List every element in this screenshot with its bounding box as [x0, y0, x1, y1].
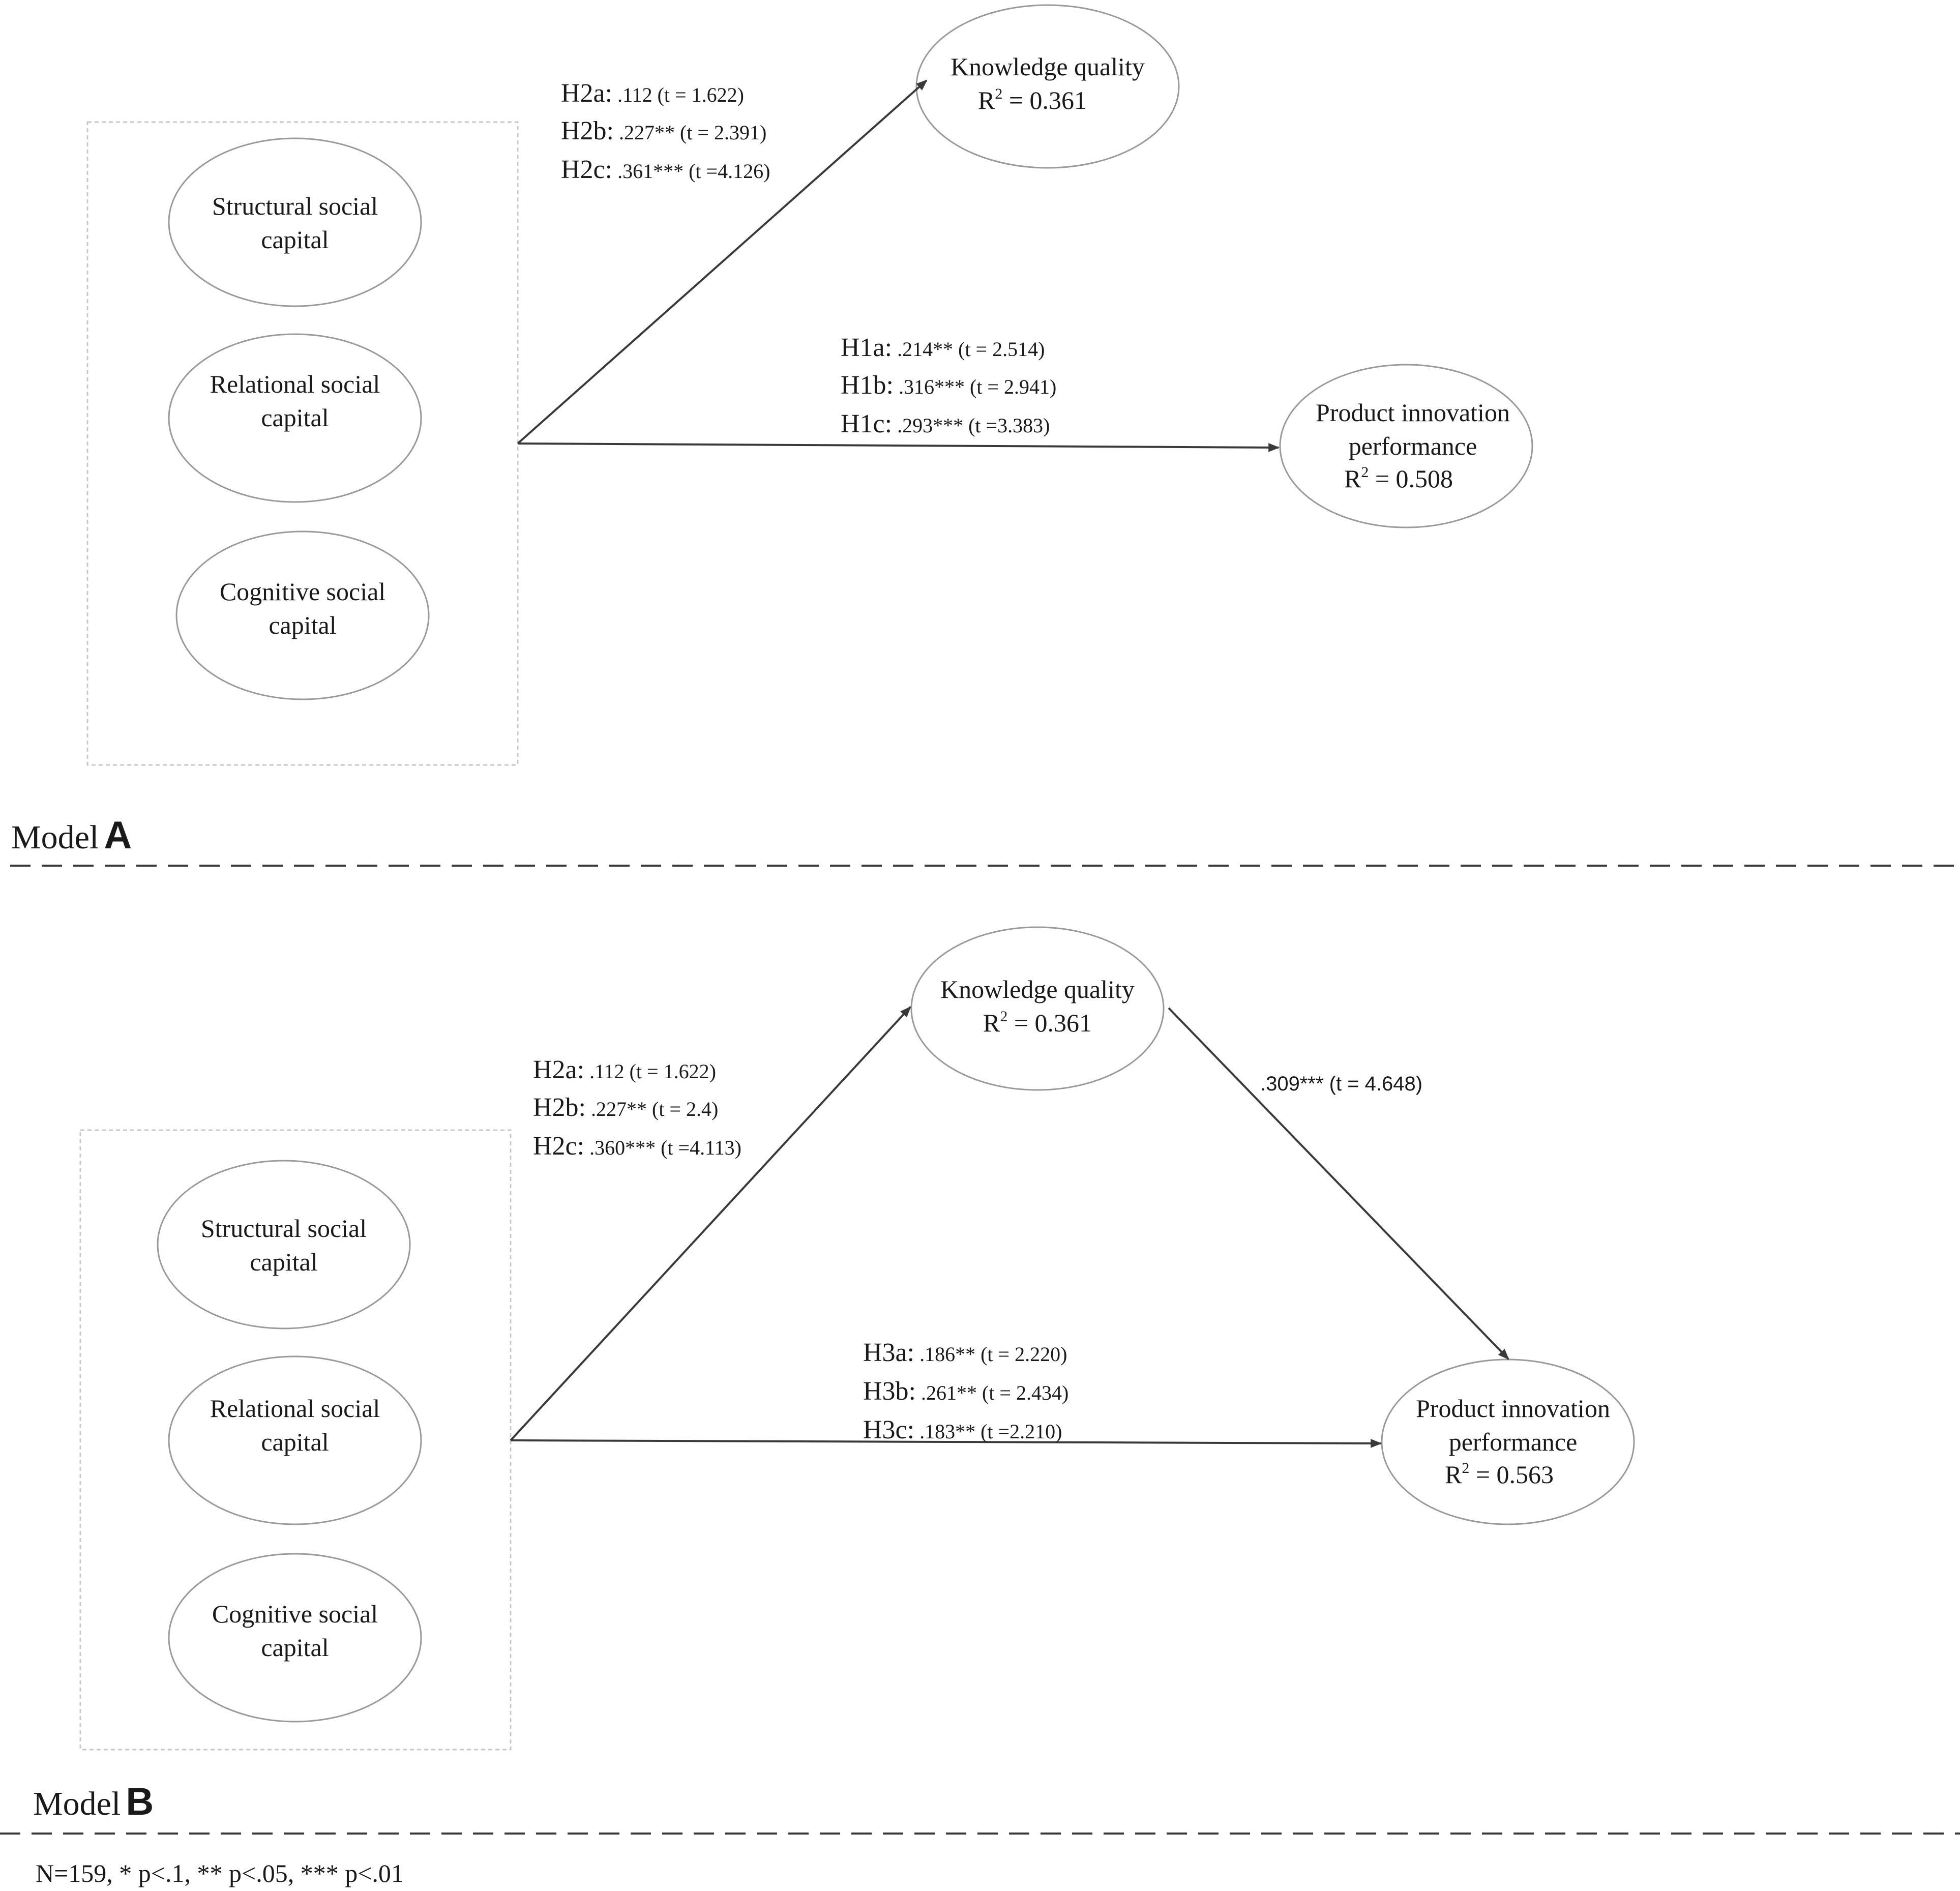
- knowledge-to-product-coefficient: .309*** (t = 4.648): [1260, 1073, 1422, 1095]
- node-label: Product innovation: [1416, 1394, 1610, 1423]
- construct-label: capital: [250, 1248, 317, 1276]
- node-label: performance: [1449, 1428, 1578, 1456]
- r-squared-label: R2 = 0.563: [1445, 1460, 1554, 1489]
- construct-label: Relational social: [210, 1394, 380, 1423]
- construct-label: Cognitive social: [220, 577, 385, 606]
- path-coefficient: H1c: .293*** (t =3.383): [841, 409, 1050, 438]
- path-coefficient: H2a: .112 (t = 1.622): [533, 1055, 716, 1084]
- model-a-structural-social-capital: Structural social capital: [168, 137, 422, 307]
- path-coefficient: H3a: .186** (t = 2.220): [863, 1338, 1067, 1367]
- model-b-path-to-product-innovation: [510, 1439, 1382, 1448]
- path-coefficient: H2c: .360*** (t =4.113): [533, 1132, 741, 1161]
- path-coefficient: H2c: .361*** (t =4.126): [561, 155, 770, 184]
- model-b-relational-social-capital: Relational social capital: [168, 1355, 422, 1525]
- r-squared-label: R2 = 0.508: [1344, 464, 1453, 493]
- model-b-path-to-knowledge-quality: [510, 1006, 911, 1441]
- model-b-h2-coefficients: H2a: .112 (t = 1.622) H2b: .227** (t = 2…: [533, 1055, 741, 1161]
- model-a-h2-coefficients: H2a: .112 (t = 1.622) H2b: .227** (t = 2…: [561, 79, 770, 184]
- model-a-cognitive-social-capital: Cognitive social capital: [175, 530, 430, 700]
- path-coefficient: H1a: .214** (t = 2.514): [841, 333, 1045, 362]
- model-a: Structural social capital Relational soc…: [11, 4, 1533, 857]
- node-label: Knowledge quality: [940, 975, 1135, 1003]
- construct-label: capital: [261, 225, 329, 254]
- construct-label: capital: [261, 403, 329, 432]
- r-squared-label: R2 = 0.361: [978, 85, 1087, 114]
- path-coefficient: H2b: .227** (t = 2.4): [533, 1093, 718, 1122]
- model-b-cognitive-social-capital: Cognitive social capital: [168, 1553, 422, 1723]
- path-coefficient: H2b: .227** (t = 2.391): [561, 116, 766, 145]
- path-coefficient: H1b: .316*** (t = 2.941): [841, 371, 1056, 400]
- node-label: Knowledge quality: [951, 52, 1145, 81]
- construct-label: capital: [269, 611, 336, 639]
- model-b-h3-coefficients: H3a: .186** (t = 2.220) H3b: .261** (t =…: [863, 1338, 1068, 1444]
- footnote: N=159, * p<.1, ** p<.05, *** p<.01: [36, 1859, 404, 1887]
- construct-label: capital: [261, 1428, 329, 1456]
- model-a-relational-social-capital: Relational social capital: [168, 333, 422, 503]
- model-a-h1-coefficients: H1a: .214** (t = 2.514) H1b: .316*** (t …: [841, 333, 1056, 438]
- model-a-path-to-knowledge-quality: [517, 79, 928, 445]
- model-b-product-innovation-node: Product innovation performance R2 = 0.56…: [1381, 1358, 1635, 1525]
- construct-label: Relational social: [210, 370, 380, 398]
- model-b-construct-group-box: [79, 1129, 512, 1751]
- r-squared-label: R2 = 0.361: [983, 1008, 1092, 1037]
- node-label: Product innovation: [1316, 398, 1510, 427]
- construct-label: Structural social: [212, 192, 378, 220]
- path-coefficient: H3c: .183** (t =2.210): [863, 1415, 1062, 1444]
- model-b: Structural social capital Relational soc…: [33, 926, 1635, 1823]
- model-a-knowledge-quality-node: Knowledge quality R2 = 0.361: [915, 4, 1180, 169]
- model-a-product-innovation-node: Product innovation performance R2 = 0.50…: [1279, 364, 1533, 528]
- model-b-path-knowledge-to-product: [1168, 1007, 1509, 1360]
- construct-label: Structural social: [201, 1214, 367, 1243]
- model-b-knowledge-quality-node: Knowledge quality R2 = 0.361: [910, 926, 1165, 1091]
- construct-label: Cognitive social: [212, 1600, 378, 1628]
- construct-label: capital: [261, 1633, 329, 1662]
- model-b-structural-social-capital: Structural social capital: [157, 1160, 411, 1329]
- node-label: performance: [1349, 432, 1477, 460]
- model-a-path-to-product-innovation: [517, 442, 1280, 452]
- path-coefficient: H3b: .261** (t = 2.434): [863, 1377, 1068, 1406]
- path-coefficient: H2a: .112 (t = 1.622): [561, 79, 744, 108]
